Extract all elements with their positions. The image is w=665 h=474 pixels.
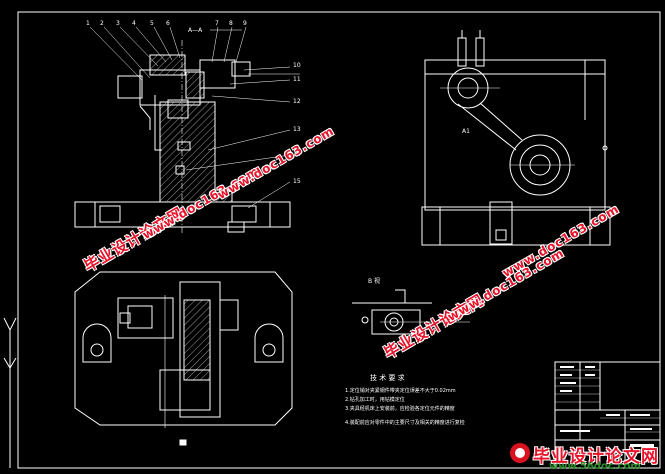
tech-req-line: 2.钻孔加工时，用钻模定位 xyxy=(345,397,405,403)
section-label: A—A xyxy=(188,27,203,34)
plan-view xyxy=(74,271,293,446)
aux-view xyxy=(352,289,470,335)
part-number-5: 5 xyxy=(150,20,154,27)
front-view xyxy=(74,26,300,235)
part-number-1: 1 xyxy=(86,20,90,27)
part-number-15: 15 xyxy=(293,178,301,185)
part-number-10: 10 xyxy=(293,62,301,69)
tech-req-title: 技 术 要 求 xyxy=(370,374,405,382)
footer-brand-url: www.56doc.com xyxy=(549,461,641,472)
brand-logo-icon xyxy=(510,443,530,463)
part-number-12: 12 xyxy=(293,98,301,105)
part-number-11: 11 xyxy=(293,76,301,83)
tech-req-line: 3.夹具经机床上安装前，应检验各定位元件的精度 xyxy=(345,406,455,412)
edge-mark xyxy=(3,317,17,340)
title-block xyxy=(554,361,661,469)
side-view xyxy=(421,30,611,246)
part-number-9: 9 xyxy=(243,20,247,27)
part-number-8: 8 xyxy=(229,20,233,27)
part-number-7: 7 xyxy=(215,20,219,27)
part-number-4: 4 xyxy=(132,20,136,27)
part-number-13: 13 xyxy=(293,126,301,133)
part-number-6: 6 xyxy=(166,20,170,27)
tech-req-line: 1.定位销对夹紧钢件带夹定位误差不大于0.02mm xyxy=(345,388,456,394)
part-number-14: 14 xyxy=(293,151,301,158)
part-number-2: 2 xyxy=(100,20,104,27)
tech-req-line: 4.装配前应对零件中的主要尺寸及相关的精度进行复检 xyxy=(345,420,465,426)
aux-view-label: B 视 xyxy=(368,278,381,285)
footer-brand-name: 毕业设计论文网 xyxy=(533,447,659,467)
part-number-3: 3 xyxy=(116,20,120,27)
detail-label: A1 xyxy=(462,128,470,135)
